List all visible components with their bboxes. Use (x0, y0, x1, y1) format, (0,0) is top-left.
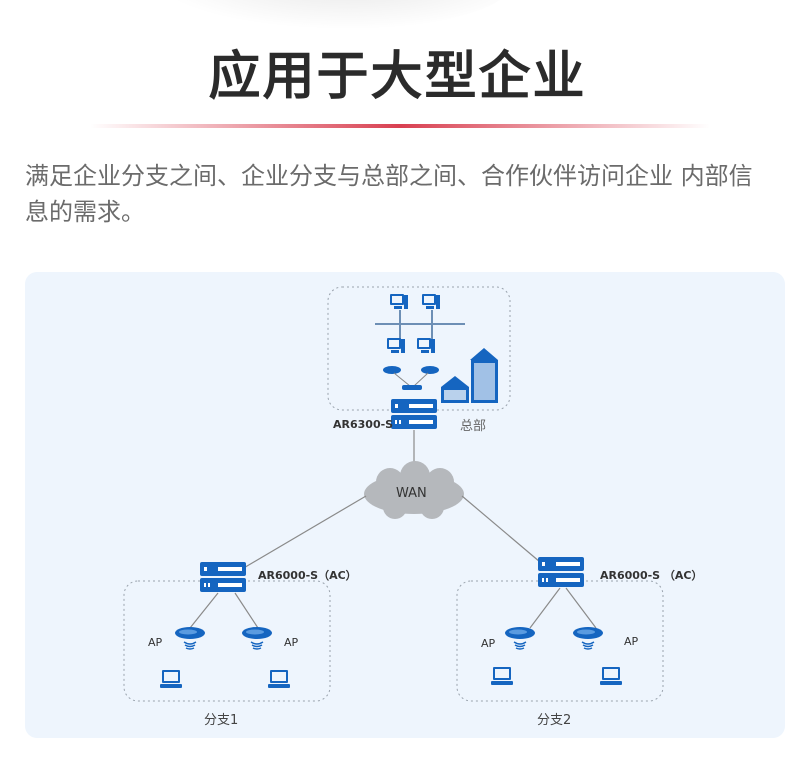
wireless-icon (383, 366, 401, 374)
branch2-site-label: 分支2 (537, 713, 572, 728)
ap-label: AP (284, 636, 299, 649)
branch1-router-label: AR6000-S（AC） (258, 569, 357, 582)
page-title: 应用于大型企业 (208, 47, 587, 107)
branch1-wan-link (241, 495, 367, 570)
laptop-icon (600, 667, 622, 685)
ap-icon (241, 626, 273, 650)
ap-label: AP (148, 636, 163, 649)
ap-label: AP (481, 637, 496, 650)
wireless-icon (421, 366, 439, 374)
branch1-router-icon (200, 562, 246, 592)
title-divider (90, 124, 710, 128)
hq-router-label: AR6300-S (333, 418, 394, 431)
branch2-router-icon (538, 557, 584, 587)
description-text: 满足企业分支之间、企业分支与总部之间、合作伙伴访问企业 内部信息的需求。 (25, 162, 753, 226)
pc-icon (390, 294, 408, 309)
hq-site-label: 总部 (460, 419, 487, 434)
pc-icon (417, 338, 435, 353)
branch1-site-label: 分支1 (204, 713, 239, 728)
pc-icon (387, 338, 405, 353)
hq-router-icon (391, 399, 437, 429)
laptop-icon (491, 667, 513, 685)
wan-cloud-icon (364, 461, 464, 519)
wan-label: WAN (396, 486, 427, 501)
ap-icon (572, 626, 604, 650)
ap-icon (504, 626, 536, 650)
branch2-wan-link (461, 495, 541, 563)
branch1-site-boundary (123, 580, 331, 702)
building-icon (441, 348, 498, 403)
ap-label: AP (624, 635, 639, 648)
ap-icon (174, 626, 206, 650)
branch2-site-boundary (456, 580, 664, 702)
laptop-icon (268, 670, 290, 688)
branch2-router-label: AR6000-S （AC） (600, 569, 703, 582)
pc-icon (422, 294, 440, 309)
laptop-icon (160, 670, 182, 688)
switch-icon (402, 385, 422, 390)
hq-site-boundary (327, 286, 511, 411)
